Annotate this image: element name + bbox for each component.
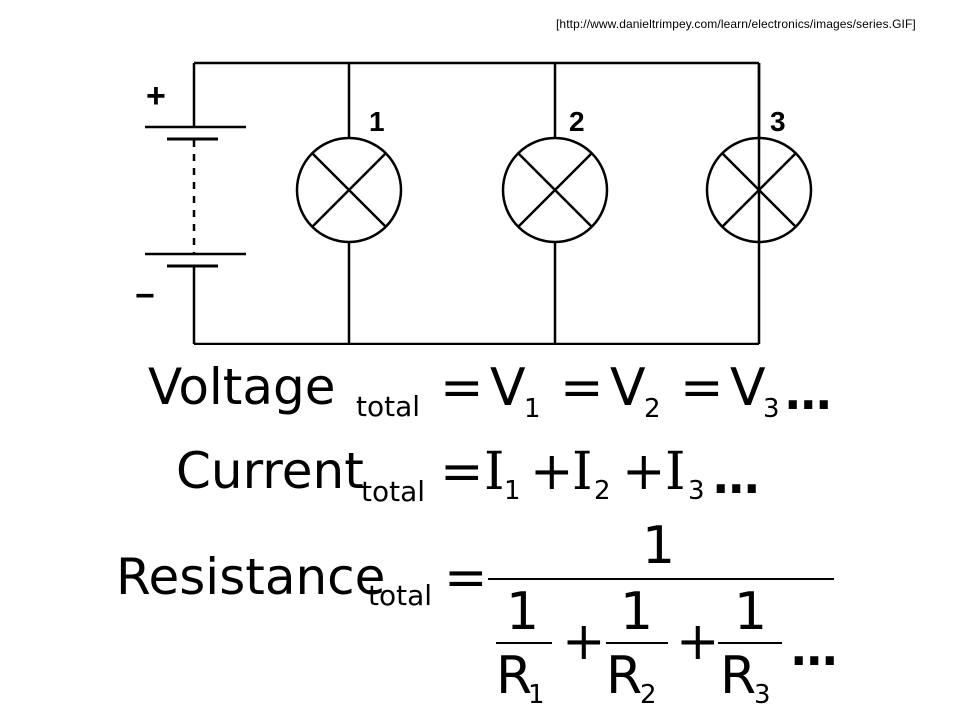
voltage-term-1-symbol: V xyxy=(490,358,526,418)
current-equals-sign: = xyxy=(440,442,484,502)
current-term-2-index: 2 xyxy=(594,476,611,506)
resistance-main-fraction-bar xyxy=(488,578,834,580)
voltage-term-2-index: 2 xyxy=(644,394,661,424)
voltage-term-2-symbol: V xyxy=(610,358,646,418)
resistance-term-3-index: 3 xyxy=(754,680,771,710)
parallel-circuit-diagram: + − 1 2 3 xyxy=(135,61,813,345)
lamp-1-label: 1 xyxy=(369,106,385,137)
battery-positive-label: + xyxy=(146,77,166,115)
resistance-term-1-numerator: 1 xyxy=(506,582,540,642)
voltage-ellipsis: ... xyxy=(784,366,832,420)
voltage-equals-sign-2: = xyxy=(560,358,604,418)
resistance-word: Resistance xyxy=(116,548,386,606)
voltage-term-3-index: 3 xyxy=(763,394,780,424)
resistance-term-2-index: 2 xyxy=(640,680,657,710)
resistance-term-2-numerator: 1 xyxy=(620,582,654,642)
resistance-term-1-symbol: R xyxy=(496,646,533,706)
resistance-term-3-numerator: 1 xyxy=(734,582,768,642)
resistance-term-1-index: 1 xyxy=(528,680,545,710)
resistance-ellipsis: ... xyxy=(790,622,838,676)
current-plus-sign-1: + xyxy=(530,442,574,502)
current-term-2-symbol: I xyxy=(572,442,593,502)
lamp-1-icon xyxy=(295,136,403,244)
resistance-term-3-symbol: R xyxy=(720,646,757,706)
resistance-term-1-fraction-bar xyxy=(496,642,552,644)
resistance-term-2-fraction-bar xyxy=(606,642,668,644)
resistance-plus-sign-2: + xyxy=(676,612,720,672)
voltage-term-3-symbol: V xyxy=(730,358,766,418)
voltage-equals-sign: = xyxy=(440,358,484,418)
lamp-2-label: 2 xyxy=(569,106,585,137)
current-plus-sign-2: + xyxy=(622,442,666,502)
current-total-subscript: total xyxy=(361,475,426,508)
resistance-total-subscript: total xyxy=(368,579,433,612)
resistance-plus-sign-1: + xyxy=(562,612,606,672)
current-term-1-index: 1 xyxy=(504,476,521,506)
lamp-3-label: 3 xyxy=(770,106,786,137)
current-term-3-symbol: I xyxy=(665,442,686,502)
resistance-equals-sign: = xyxy=(444,548,488,608)
current-word: Current xyxy=(176,442,364,500)
current-ellipsis: ... xyxy=(712,450,760,504)
voltage-term-1-index: 1 xyxy=(524,394,541,424)
lamp-2-icon xyxy=(501,136,609,244)
resistance-term-3-fraction-bar xyxy=(718,642,782,644)
current-term-1-symbol: I xyxy=(484,442,505,502)
voltage-total-subscript: total xyxy=(356,390,421,423)
resistance-main-numerator: 1 xyxy=(642,516,676,576)
lamp-3-icon xyxy=(705,136,813,244)
voltage-equals-sign-3: = xyxy=(680,358,724,418)
battery-negative-label: − xyxy=(135,277,155,315)
voltage-word: Voltage xyxy=(148,358,336,416)
resistance-term-2-symbol: R xyxy=(606,646,643,706)
source-url-caption: [http://www.danieltrimpey.com/learn/elec… xyxy=(556,17,916,31)
current-term-3-index: 3 xyxy=(688,476,705,506)
